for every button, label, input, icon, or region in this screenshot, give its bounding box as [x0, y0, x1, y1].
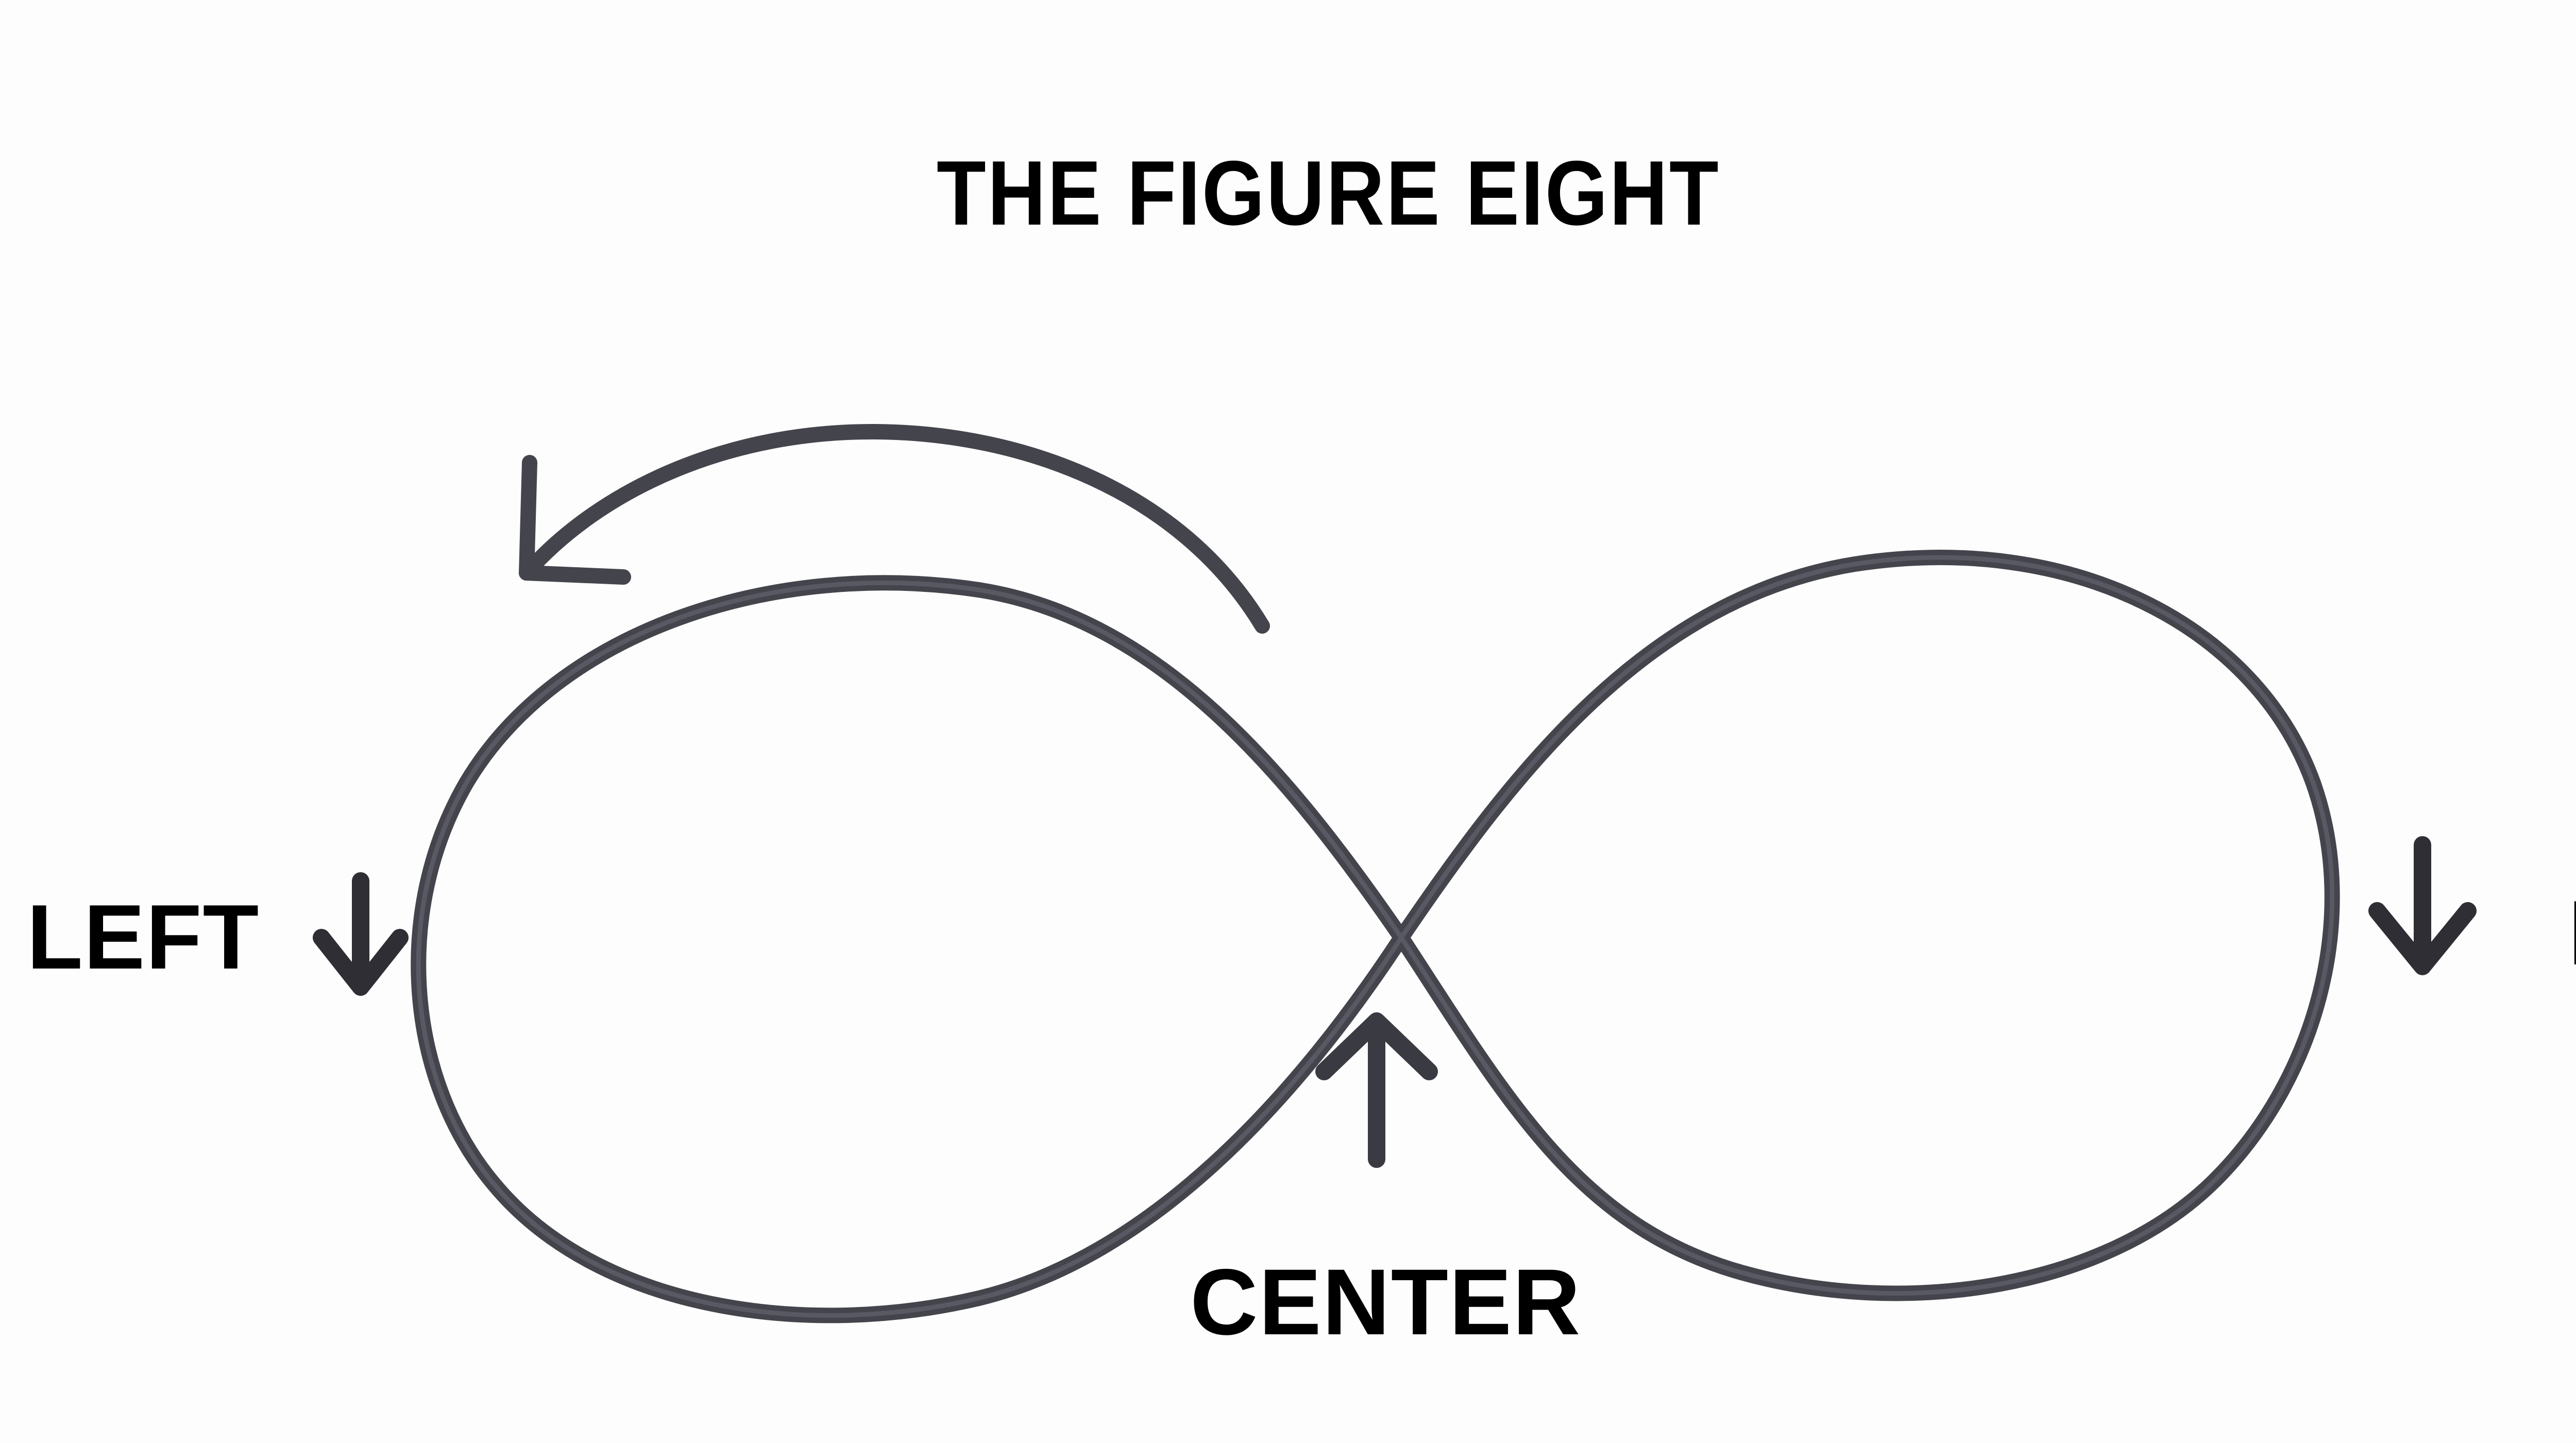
arrow-up-icon-center	[1315, 1012, 1438, 1168]
arrow-down-icon-left	[313, 872, 409, 996]
arrow-down-icon-right	[2368, 836, 2477, 975]
figure-eight-pencil-texture	[416, 555, 2335, 1318]
curved-arrow-left-icon	[519, 423, 1270, 634]
label-center: CENTER	[1190, 1249, 1582, 1354]
page-title: THE FIGURE EIGHT	[937, 142, 1720, 244]
label-left: LEFT	[27, 886, 260, 988]
figure-eight-path	[411, 550, 2340, 1323]
label-right: RIGHT	[2568, 887, 2576, 979]
